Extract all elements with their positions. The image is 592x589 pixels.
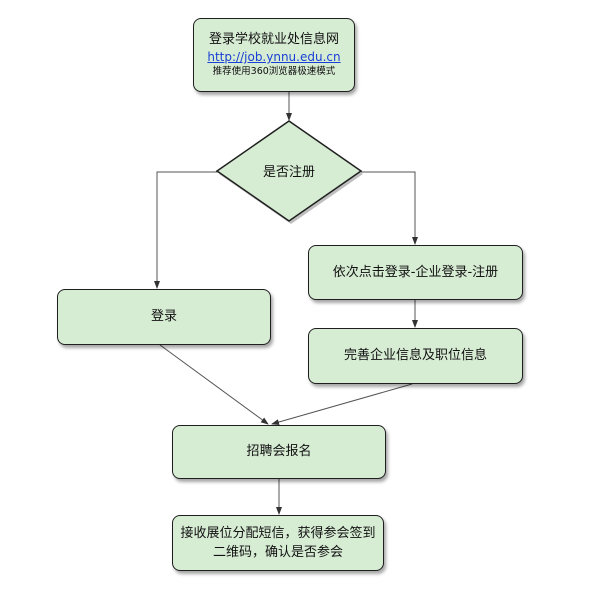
arrow-decision-to-register (361, 171, 418, 245)
arrow-decision-to-login (154, 171, 219, 289)
final-node: 接收展位分配短信，获得参会签到 二维码，确认是否参会 (172, 515, 384, 571)
complete-info-node: 完善企业信息及职位信息 (308, 328, 523, 384)
decision-label: 是否注册 (263, 165, 315, 180)
login-node: 登录 (57, 289, 271, 345)
start-title: 登录学校就业处信息网 (208, 32, 339, 47)
final-line2: 二维码，确认是否参会 (212, 545, 343, 560)
login-label: 登录 (150, 309, 177, 324)
complete-info-label: 完善企业信息及职位信息 (343, 348, 487, 363)
arrow-login-to-jobfair (159, 344, 269, 425)
decision-node: 是否注册 (215, 120, 363, 224)
register-step-node: 依次点击登录-企业登录-注册 (308, 245, 523, 300)
arrow-complete-to-jobfair (271, 383, 413, 425)
start-node: 登录学校就业处信息网 http://job.ynnu.edu.cn 推荐使用36… (193, 18, 355, 92)
final-line1: 接收展位分配短信，获得参会签到 (180, 526, 376, 541)
job-fair-label: 招聘会报名 (246, 444, 312, 459)
start-note: 推荐使用360浏览器极速模式 (212, 66, 336, 77)
start-link[interactable]: http://job.ynnu.edu.cn (207, 50, 341, 64)
register-step-label: 依次点击登录-企业登录-注册 (332, 264, 499, 280)
job-fair-node: 招聘会报名 (172, 425, 386, 479)
